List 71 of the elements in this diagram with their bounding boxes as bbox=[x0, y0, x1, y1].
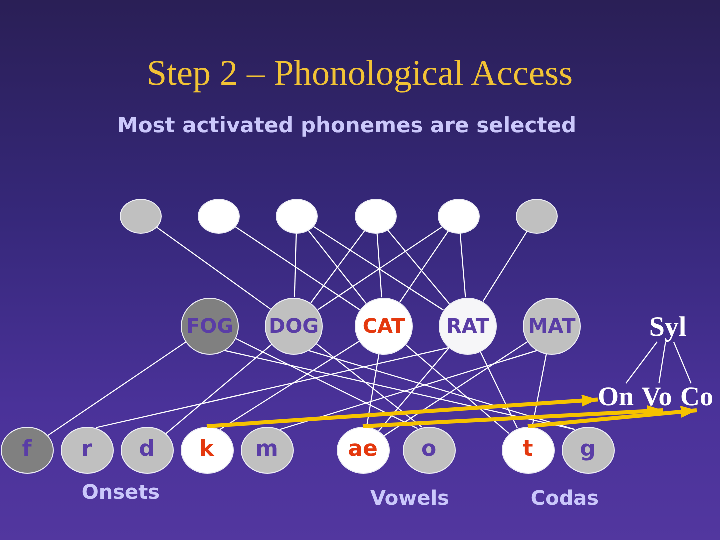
connection-line bbox=[400, 230, 450, 303]
connection-line bbox=[280, 350, 538, 430]
word-label: CAT bbox=[362, 316, 406, 336]
oval-node bbox=[198, 198, 240, 234]
phoneme-label: g bbox=[580, 439, 596, 461]
slot-label: Co bbox=[680, 384, 714, 410]
phoneme-node bbox=[0, 426, 54, 474]
connection-line bbox=[156, 226, 271, 310]
group-label: Codas bbox=[530, 488, 600, 508]
connection-line bbox=[384, 341, 528, 436]
connection-line bbox=[308, 350, 575, 430]
oval-node bbox=[120, 198, 162, 234]
connection-line bbox=[482, 231, 528, 302]
phoneme-node bbox=[120, 426, 174, 474]
title: Step 2 – Phonological Access bbox=[147, 55, 573, 91]
connection-line bbox=[48, 342, 186, 436]
word-label: DOG bbox=[268, 316, 320, 336]
connection-line bbox=[316, 343, 422, 428]
group-label: Vowels bbox=[370, 488, 450, 508]
phoneme-node bbox=[336, 426, 390, 474]
oval-node bbox=[355, 198, 397, 234]
connection-line bbox=[480, 351, 518, 429]
connection-line bbox=[460, 233, 466, 298]
slot-label: Vo bbox=[642, 384, 672, 410]
oval-node bbox=[438, 198, 480, 234]
connection-line bbox=[376, 233, 382, 298]
word-label: MAT bbox=[528, 316, 576, 336]
phoneme-label: f bbox=[22, 439, 32, 461]
phoneme-label: o bbox=[421, 439, 437, 461]
connection-line bbox=[366, 354, 380, 427]
connection-line bbox=[235, 226, 360, 310]
phoneme-label: r bbox=[82, 439, 92, 461]
connection-line bbox=[673, 342, 692, 384]
connection-line bbox=[96, 347, 450, 428]
slot-label: On bbox=[598, 384, 634, 410]
connection-line bbox=[220, 340, 360, 430]
arrow bbox=[528, 406, 698, 428]
connection-line bbox=[294, 233, 298, 298]
word-label: FOG bbox=[186, 316, 234, 336]
word-node bbox=[265, 298, 323, 354]
group-label: Onsets bbox=[82, 482, 160, 502]
oval-node bbox=[516, 198, 558, 234]
word-node bbox=[181, 298, 239, 354]
connection-line bbox=[658, 342, 666, 384]
subtitle: Most activated phonemes are selected bbox=[117, 116, 577, 136]
phoneme-label: d bbox=[139, 439, 155, 461]
phoneme-label: t bbox=[522, 439, 534, 461]
arrow bbox=[362, 405, 664, 428]
connection-line bbox=[236, 338, 418, 430]
phoneme-node bbox=[402, 426, 456, 474]
oval-node bbox=[276, 198, 318, 234]
phoneme-node bbox=[240, 426, 294, 474]
connection-line bbox=[626, 342, 658, 384]
connection-line bbox=[532, 354, 548, 427]
connection-line bbox=[378, 348, 450, 432]
phoneme-node bbox=[502, 426, 554, 474]
arrow bbox=[206, 394, 598, 428]
connection-line bbox=[405, 344, 510, 434]
phoneme-node bbox=[562, 426, 614, 474]
connection-line bbox=[388, 230, 450, 304]
word-node bbox=[439, 298, 497, 354]
word-node bbox=[355, 298, 413, 354]
phoneme-label: m bbox=[256, 439, 278, 461]
word-label: RAT bbox=[446, 316, 490, 336]
phoneme-node bbox=[60, 426, 114, 474]
connection-line bbox=[166, 344, 272, 434]
syllable-label: Syl bbox=[649, 314, 687, 342]
phoneme-label: k bbox=[200, 439, 214, 461]
phoneme-label: ae bbox=[348, 439, 378, 461]
phoneme-node bbox=[180, 426, 234, 474]
connection-line bbox=[224, 350, 575, 430]
